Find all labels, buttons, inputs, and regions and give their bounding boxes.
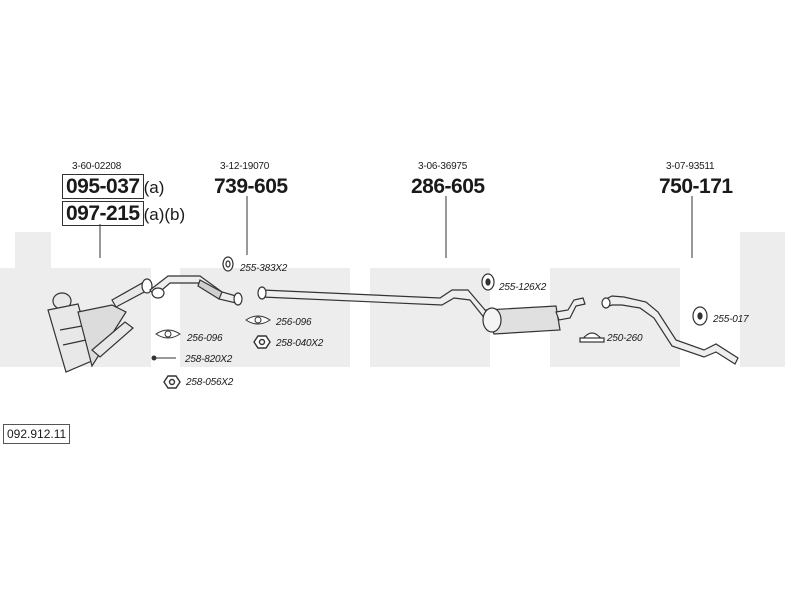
part-number: 286-605 — [411, 175, 485, 198]
catalytic-converter-part — [47, 278, 153, 373]
group-code: 3-06-36975 — [418, 161, 468, 172]
part-suffix: (a) — [143, 178, 165, 197]
fitting-code: 256-096 — [276, 317, 312, 328]
part-number: 095-037 — [62, 174, 144, 199]
clamp-icon — [222, 256, 234, 272]
group-code: 3-07-93511 — [666, 161, 715, 172]
fitting-code: 255-383X2 — [240, 263, 288, 274]
bolt-icon — [151, 355, 176, 361]
fitting-code: 258-056X2 — [186, 377, 234, 388]
part-number: 739-605 — [214, 175, 288, 198]
fitting-code: 250-260 — [607, 333, 643, 344]
assembly-reference: 092.912.11 — [3, 424, 71, 444]
middle-pipe-muffler-part — [257, 286, 586, 335]
fitting-code: 258-820X2 — [185, 354, 233, 365]
part-number: 750-171 — [659, 175, 733, 198]
rear-pipe-part — [601, 295, 739, 365]
part-number: 097-215 — [62, 201, 144, 226]
fitting-code: 256-096 — [187, 333, 223, 344]
group-code: 3-12-19070 — [220, 161, 270, 172]
fitting-code: 255-126X2 — [499, 282, 547, 293]
nut-icon — [253, 335, 271, 349]
part-number-row: 097-215(a)(b) — [62, 201, 186, 226]
group-code: 3-60-02208 — [72, 161, 122, 172]
watermark — [0, 232, 785, 367]
part-suffix: (a)(b) — [143, 205, 186, 224]
rubber-mount-icon — [481, 273, 495, 291]
clamp-icon — [579, 332, 605, 343]
gasket-icon — [245, 315, 271, 325]
fitting-code: 258-040X2 — [276, 338, 324, 349]
nut-icon — [163, 375, 181, 389]
part-number-row: 095-037(a) — [62, 174, 165, 199]
front-pipe-part — [149, 275, 243, 306]
gasket-icon — [155, 329, 181, 339]
fitting-code: 255-017 — [713, 314, 749, 325]
rubber-mount-icon — [692, 306, 708, 326]
